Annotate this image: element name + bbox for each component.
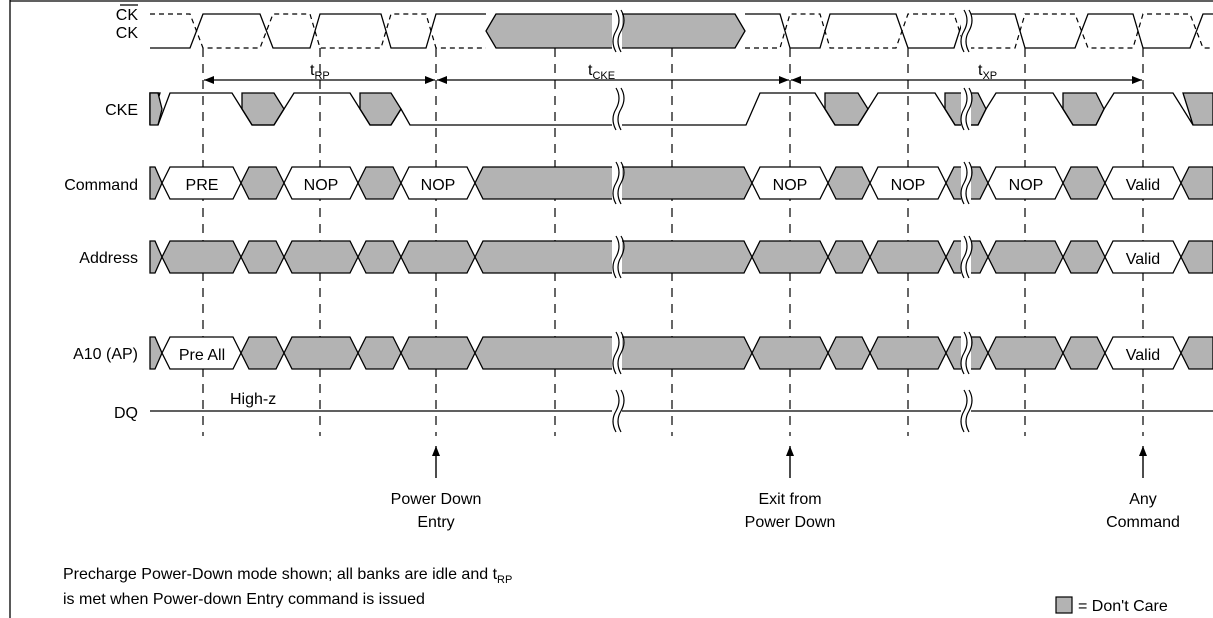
command-nop: NOP bbox=[773, 177, 808, 194]
bus-dont-care bbox=[1180, 240, 1213, 274]
bus-dont-care bbox=[1062, 336, 1106, 370]
a10-bus: Pre All Valid bbox=[149, 336, 1213, 370]
break-marker bbox=[960, 9, 973, 433]
bus-dont-care bbox=[987, 336, 1064, 370]
time-breaks bbox=[612, 9, 973, 433]
exit-power-down-label: Power Down bbox=[745, 514, 836, 531]
bus-dont-care bbox=[1180, 166, 1213, 200]
command-nop: NOP bbox=[891, 177, 926, 194]
cke-dont-care bbox=[149, 92, 163, 126]
bus-dont-care bbox=[357, 240, 402, 274]
dq-high-z-label: High-z bbox=[230, 391, 276, 408]
bus-dont-care bbox=[869, 336, 947, 370]
bus-dont-care bbox=[149, 336, 163, 370]
bus-dont-care bbox=[283, 336, 359, 370]
legend-swatch bbox=[1055, 596, 1073, 614]
bus-dont-care bbox=[827, 336, 871, 370]
ck-label: CK bbox=[116, 25, 139, 42]
bus-dont-care bbox=[751, 240, 829, 274]
tcke-label: tCKE bbox=[588, 62, 615, 82]
cke-line bbox=[157, 92, 1184, 126]
command-label: Command bbox=[64, 177, 138, 194]
cke-waveform bbox=[149, 92, 1213, 126]
bus-dont-care bbox=[357, 336, 402, 370]
command-valid: Valid bbox=[1126, 177, 1160, 194]
any-command-label: Command bbox=[1106, 514, 1180, 531]
power-down-entry-label: Power Down bbox=[391, 491, 482, 508]
cke-dont-care bbox=[359, 92, 402, 126]
bus-dont-care bbox=[827, 166, 871, 200]
dq-line: High-z bbox=[150, 391, 1213, 412]
bus-dont-care bbox=[827, 240, 871, 274]
bus-dont-care bbox=[1062, 240, 1106, 274]
bus-dont-care bbox=[283, 240, 359, 274]
bus-dont-care bbox=[240, 336, 285, 370]
event-markers: Power Down Entry Exit from Power Down An… bbox=[391, 446, 1180, 531]
address-label: Address bbox=[79, 250, 138, 267]
bus-dont-care bbox=[357, 166, 402, 200]
bus-dont-care bbox=[1180, 336, 1213, 370]
txp-label: tXP bbox=[978, 62, 997, 82]
a10-valid: Valid bbox=[1126, 347, 1160, 364]
dq-label: DQ bbox=[114, 405, 138, 422]
command-nop: NOP bbox=[1009, 177, 1044, 194]
a10-pre-all: Pre All bbox=[179, 347, 225, 364]
bus-dont-care bbox=[240, 166, 285, 200]
timing-arrows: tRP tCKE tXP bbox=[204, 62, 1142, 84]
command-pre: PRE bbox=[186, 177, 219, 194]
legend-label: = Don't Care bbox=[1078, 598, 1168, 615]
bus-dont-care bbox=[161, 240, 242, 274]
signal-labels: CK CK CKE Command Address A10 (AP) DQ bbox=[64, 4, 139, 422]
legend: = Don't Care bbox=[1055, 596, 1168, 615]
bus-dont-care bbox=[987, 240, 1064, 274]
footnote: Precharge Power-Down mode shown; all ban… bbox=[63, 566, 512, 608]
address-valid: Valid bbox=[1126, 251, 1160, 268]
command-nop: NOP bbox=[421, 177, 456, 194]
command-nop: NOP bbox=[304, 177, 339, 194]
ck-bar-dashed-wave bbox=[150, 13, 1213, 49]
bus-dont-care bbox=[149, 166, 163, 200]
bus-dont-care bbox=[400, 240, 476, 274]
address-bus: Valid bbox=[149, 240, 1213, 274]
command-bus: PRE NOP NOP NOP NOP NOP Valid bbox=[149, 166, 1213, 200]
cke-dont-care bbox=[1182, 92, 1213, 126]
bus-dont-care bbox=[869, 240, 947, 274]
footnote-line-2: is met when Power-down Entry command is … bbox=[63, 591, 425, 608]
trp-label: tRP bbox=[310, 62, 330, 82]
any-command-label: Any bbox=[1129, 491, 1157, 508]
bus-dont-care bbox=[400, 336, 476, 370]
bus-dont-care bbox=[751, 336, 829, 370]
bus-dont-care bbox=[1062, 166, 1106, 200]
a10-label: A10 (AP) bbox=[73, 346, 138, 363]
cke-label: CKE bbox=[105, 102, 138, 119]
ck-waveform bbox=[150, 13, 1213, 49]
bus-dont-care bbox=[240, 240, 285, 274]
break-marker bbox=[612, 9, 625, 433]
footnote-line-1: Precharge Power-Down mode shown; all ban… bbox=[63, 566, 512, 586]
ck-bar-label: CK bbox=[116, 7, 139, 24]
bus-dont-care bbox=[149, 240, 163, 274]
exit-power-down-label: Exit from bbox=[758, 491, 821, 508]
ck-solid-wave bbox=[150, 13, 1213, 49]
power-down-entry-label: Entry bbox=[417, 514, 454, 531]
